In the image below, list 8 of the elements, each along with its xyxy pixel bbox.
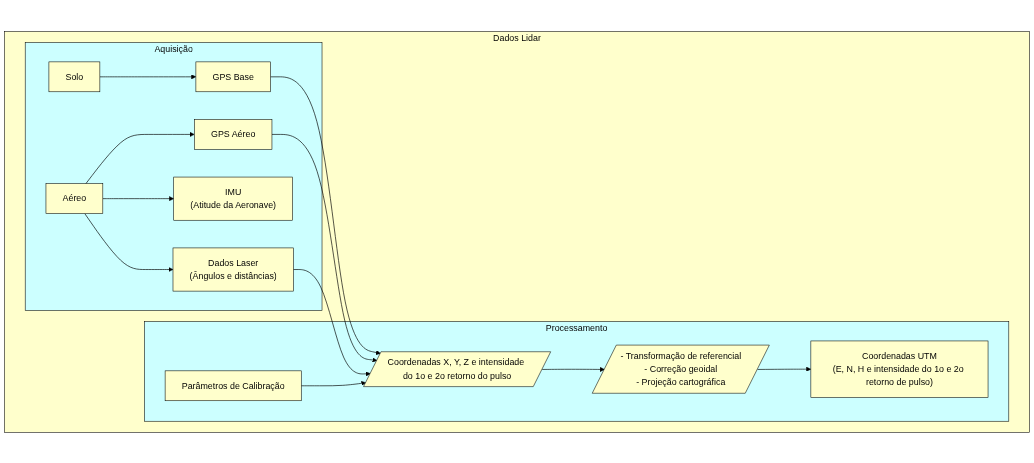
node-box: Coordenadas UTM (E, N, H e intensidade do 1o e 2o retorno de pulso) xyxy=(810,340,989,398)
node-box: GPS Base xyxy=(195,61,271,92)
node-box: IMU (Atitude da Aeronave) xyxy=(173,176,293,221)
node-box: Parâmetros de Calibração xyxy=(164,370,302,401)
node-box: GPS Aéreo xyxy=(194,118,273,150)
node-box: Dados Laser (Ângulos e distâncias) xyxy=(172,247,294,291)
node-box: Solo xyxy=(48,61,101,92)
node-box: Aéreo xyxy=(45,183,104,214)
